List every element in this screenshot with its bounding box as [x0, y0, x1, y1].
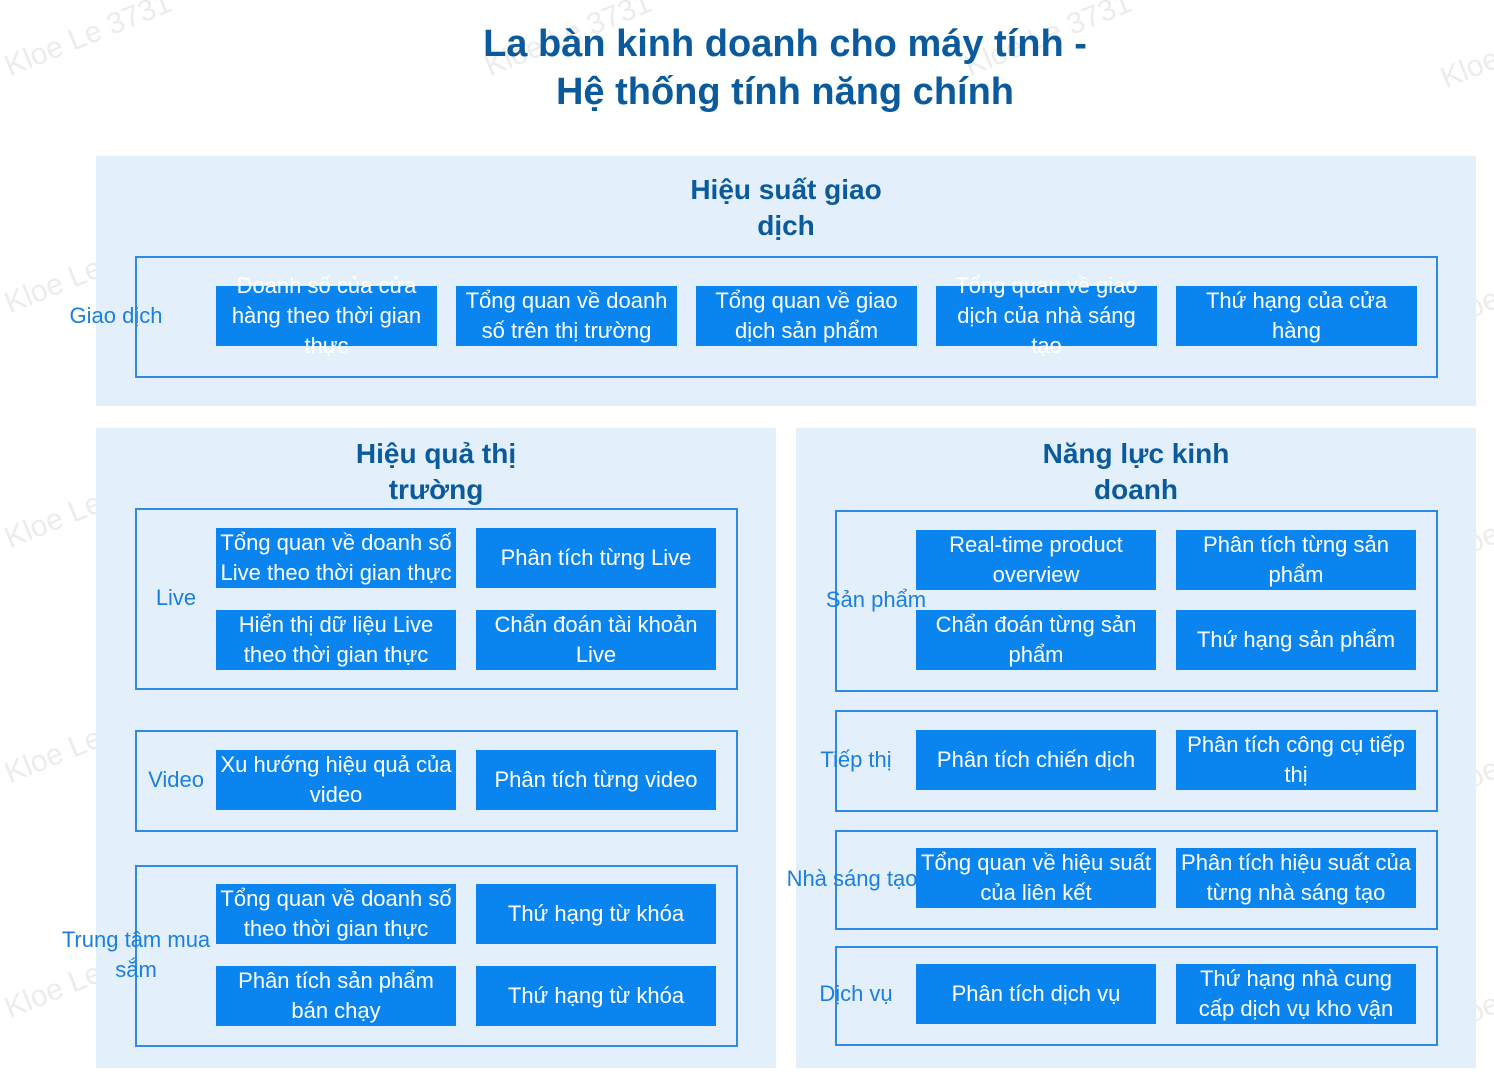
feature-label: Real-time product overview [949, 532, 1123, 587]
feature-box[interactable]: Chẩn đoán từng sản phẩm [916, 610, 1156, 670]
group-label-live: Live [155, 585, 197, 610]
feature-label: Phân tích sản phẩm bán chạy [238, 968, 434, 1023]
feature-label: Phân tích chiến dịch [936, 747, 1136, 772]
feature-box[interactable]: Phân tích công cụ tiếp thị [1176, 730, 1416, 790]
feature-box[interactable]: Tổng quan về giao dịch sản phẩm [696, 286, 917, 346]
group-video [135, 730, 738, 832]
group-label-video: Video [148, 767, 204, 792]
feature-label: Thứ hạng từ khóa [507, 983, 685, 1008]
feature-label: Tổng quan về doanh số trên thị trường [465, 288, 668, 343]
group-product [835, 510, 1438, 692]
group-label-marketing: Tiếp thị [820, 747, 892, 772]
feature-box[interactable]: Tổng quan về doanh số Live theo thời gia… [216, 528, 456, 588]
page-title: La bàn kinh doanh cho máy tính - Hệ thốn… [483, 23, 1087, 113]
panel-title: Năng lực kinh doanh [796, 436, 1476, 508]
panel-title-text: Hiệu quả thị trường [355, 438, 517, 505]
feature-label: Tổng quan về giao dịch của nhà sáng tạo [955, 273, 1138, 358]
feature-box[interactable]: Thứ hạng từ khóa [476, 966, 716, 1026]
feature-box[interactable]: Xu hướng hiệu quả của video [216, 750, 456, 810]
group-live [135, 508, 738, 690]
feature-label: Thứ hạng của cửa hàng [1205, 288, 1388, 343]
feature-box[interactable]: Thứ hạng nhà cung cấp dịch vụ kho vận [1176, 964, 1416, 1024]
feature-box[interactable]: Tổng quan về doanh số trên thị trường [456, 286, 677, 346]
feature-label: Thứ hạng nhà cung cấp dịch vụ kho vận [1198, 966, 1394, 1021]
group-service [835, 946, 1438, 1046]
feature-label: Xu hướng hiệu quả của video [220, 752, 452, 807]
feature-box[interactable]: Tổng quan về hiệu suất của liên kết [916, 848, 1156, 908]
feature-box[interactable]: Real-time product overview [916, 530, 1156, 590]
panel-title: Hiệu quả thị trường [96, 436, 776, 508]
feature-box[interactable]: Phân tích từng video [476, 750, 716, 810]
feature-box[interactable]: Hiển thị dữ liệu Live theo thời gian thự… [216, 610, 456, 670]
feature-label: Phân tích hiệu suất của từng nhà sáng tạ… [1181, 850, 1411, 905]
feature-box[interactable]: Phân tích từng sản phẩm [1176, 530, 1416, 590]
feature-box[interactable]: Thứ hạng sản phẩm [1176, 610, 1416, 670]
feature-label: Phân tích từng sản phẩm [1203, 532, 1389, 587]
group-label-creator: Nhà sáng tạo [786, 866, 918, 891]
feature-label: Chẩn đoán tài khoản Live [494, 612, 698, 667]
feature-box[interactable]: Thứ hạng từ khóa [476, 884, 716, 944]
group-giao-dich [135, 256, 1438, 378]
group-label-product: Sản phẩm [825, 587, 927, 612]
feature-label: Chẩn đoán từng sản phẩm [935, 612, 1137, 667]
feature-box[interactable]: Doanh số của cửa hàng theo thời gian thự… [216, 273, 437, 358]
watermark: Kloe Le 3731 [0, 0, 177, 83]
feature-box[interactable]: Chẩn đoán tài khoản Live [476, 610, 716, 670]
panel-title: Hiệu suất giao dịch [96, 172, 1476, 244]
feature-label: Tổng quan về hiệu suất của liên kết [921, 850, 1151, 905]
feature-box[interactable]: Phân tích hiệu suất của từng nhà sáng tạ… [1176, 848, 1416, 908]
group-label-giao-dich: Giao dịch [69, 303, 163, 328]
group-label-shopping-center: Trung tâm mua sắm [61, 927, 211, 982]
feature-label: Phân tích từng Live [500, 545, 692, 570]
group-creator [835, 830, 1438, 930]
feature-label: Phân tích công cụ tiếp thị [1187, 732, 1405, 787]
feature-label: Tổng quan về giao dịch sản phẩm [715, 288, 898, 343]
feature-box[interactable]: Phân tích sản phẩm bán chạy [216, 966, 456, 1026]
feature-label: Tổng quan về doanh số Live theo thời gia… [220, 530, 452, 585]
feature-box[interactable]: Phân tích dịch vụ [916, 964, 1156, 1024]
feature-label: Hiển thị dữ liệu Live theo thời gian thự… [238, 612, 434, 667]
panel-title-text: Năng lực kinh doanh [1042, 438, 1230, 505]
feature-box[interactable]: Phân tích chiến dịch [916, 730, 1156, 790]
panel-transaction-performance: Hiệu suất giao dịch [96, 156, 1476, 406]
feature-label: Phân tích dịch vụ [951, 981, 1121, 1006]
watermark: Kloe Le 3731 [1436, 0, 1494, 95]
feature-label: Doanh số của cửa hàng theo thời gian thự… [231, 273, 422, 358]
group-shopping-center [135, 865, 738, 1047]
feature-box[interactable]: Phân tích từng Live [476, 528, 716, 588]
feature-box[interactable]: Thứ hạng của cửa hàng [1176, 286, 1417, 346]
feature-label: Thứ hạng từ khóa [507, 901, 685, 926]
group-label-service: Dịch vụ [819, 981, 893, 1006]
feature-box[interactable]: Tổng quan về doanh số theo thời gian thự… [216, 884, 456, 944]
panel-title-text: Hiệu suất giao dịch [690, 174, 882, 241]
group-marketing [835, 710, 1438, 812]
feature-label: Tổng quan về doanh số theo thời gian thự… [220, 886, 452, 941]
feature-box[interactable]: Tổng quan về giao dịch của nhà sáng tạo [936, 273, 1157, 358]
feature-label: Phân tích từng video [494, 767, 698, 792]
feature-label: Thứ hạng sản phẩm [1196, 627, 1396, 652]
